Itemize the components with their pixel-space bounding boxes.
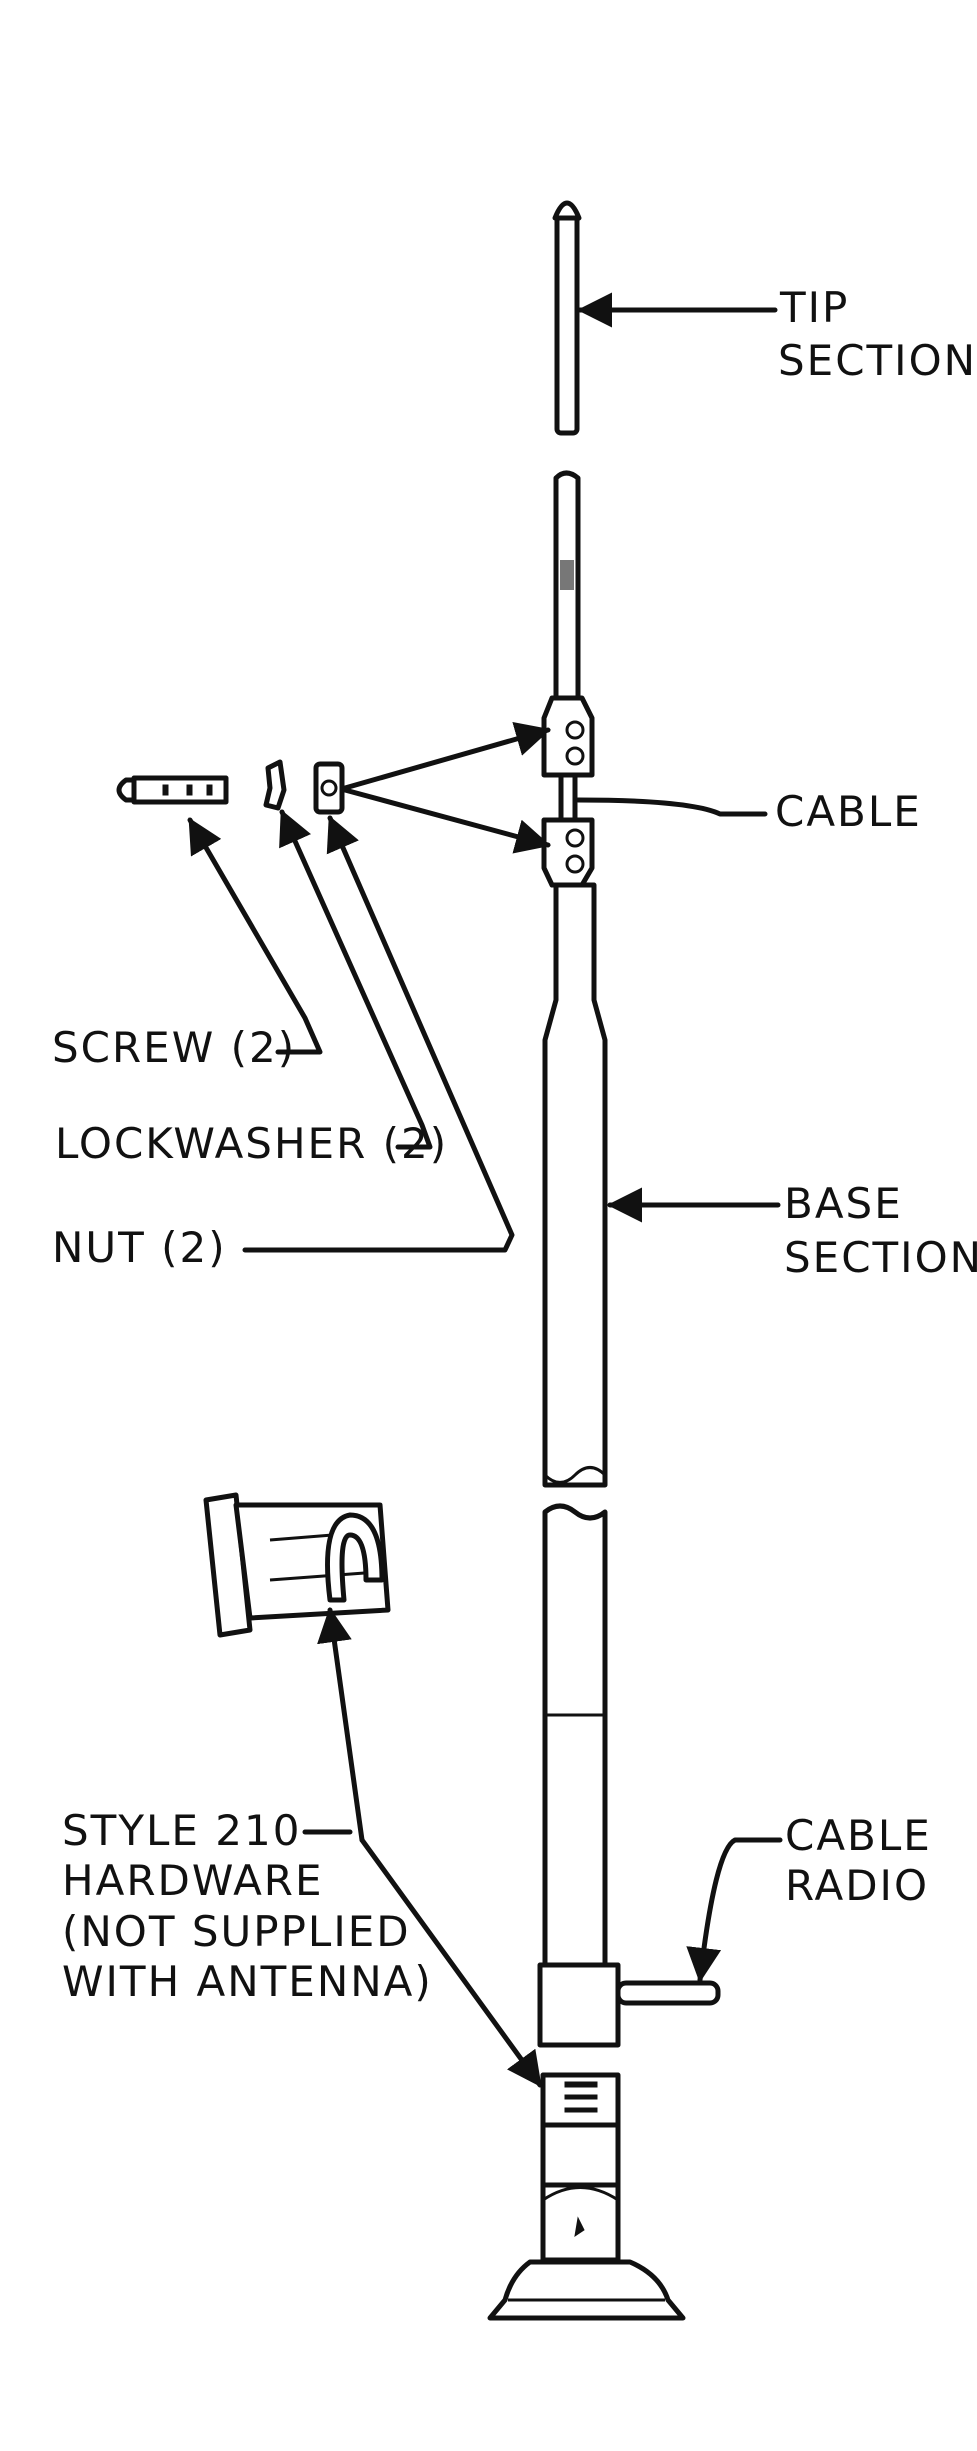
- base-label: BASE SECTION: [784, 1179, 977, 1282]
- nut-icon: [313, 761, 345, 815]
- tip-label: TIP SECTION: [778, 283, 977, 385]
- lower-clamp: [541, 817, 595, 888]
- lower-mast: [542, 1503, 608, 1968]
- mount-assembly: [487, 2072, 686, 2321]
- screw-label: SCREW (2): [52, 1023, 296, 1072]
- style-210-hardware-icon: [203, 1492, 391, 1638]
- upper-whip: [553, 470, 581, 708]
- lockwasher-icon: [263, 759, 287, 811]
- tip-section: [552, 200, 582, 436]
- cable-radio-label: CABLE RADIO: [785, 1811, 947, 1910]
- hardware-label: STYLE 210 HARDWARE (NOT SUPPLIED WITH AN…: [62, 1806, 433, 2006]
- screw-leader: [187, 817, 323, 1055]
- screw-icon: [116, 775, 229, 805]
- cable-label: CABLE: [775, 787, 922, 836]
- nut-leader: [242, 815, 515, 1253]
- cable-radio-leader: [686, 1837, 783, 1983]
- nut-to-clamp-arrows: [342, 721, 551, 854]
- cable-leader: [575, 797, 768, 817]
- nut-label: NUT (2): [52, 1223, 227, 1272]
- lockwasher-leader: [279, 809, 433, 1150]
- upper-clamp: [541, 695, 595, 778]
- lockwasher-label: LOCKWASHER (2): [55, 1119, 448, 1168]
- base-section: [542, 882, 608, 1488]
- hardware-leaders: [302, 1607, 543, 2088]
- base-collar: [537, 1962, 721, 2048]
